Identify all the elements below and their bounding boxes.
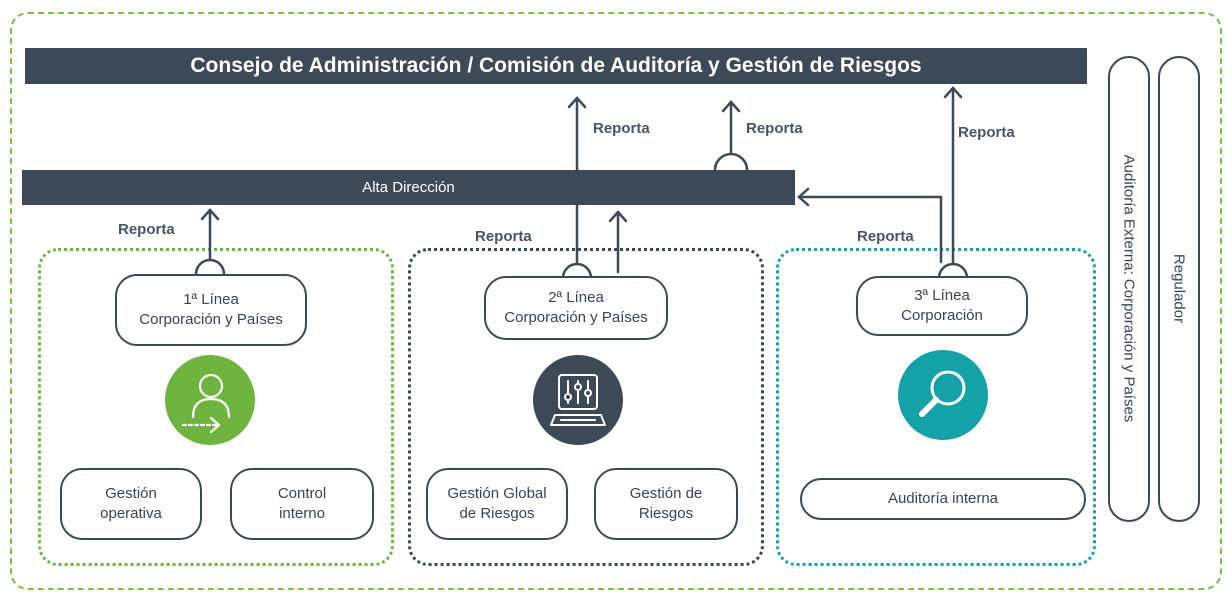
third-line-title-2: Corporación xyxy=(901,307,983,324)
third-line-title-1: 3ª Línea xyxy=(914,287,970,304)
board-label: Consejo de Administración / Comisión de … xyxy=(190,54,922,77)
second-line-box xyxy=(408,248,764,566)
function-text-1: Gestión de xyxy=(629,485,703,502)
second-line-title-1: 2ª Línea xyxy=(548,289,604,306)
external-audit-pill: Auditoría Externa: Corporación y Países xyxy=(1108,56,1150,522)
function-internal-control: Control interno xyxy=(230,468,374,540)
function-text-2: Riesgos xyxy=(638,505,694,522)
report-label-second-line-alta: Reporta xyxy=(475,228,532,245)
function-text-2: operativa xyxy=(100,505,162,522)
second-line-title: 2ª Línea Corporación y Países xyxy=(484,276,668,340)
person-arrow-icon xyxy=(165,355,255,445)
function-internal-audit: Auditoría interna xyxy=(800,478,1086,520)
report-label-third-line-board: Reporta xyxy=(958,124,1015,141)
control-panel-icon xyxy=(533,355,623,445)
report-label-first-line: Reporta xyxy=(118,221,175,238)
regulator-pill: Regulador xyxy=(1158,56,1200,522)
function-operational-management: Gestión operativa xyxy=(60,468,202,540)
function-global-risk-management: Gestión Global de Riesgos xyxy=(426,468,568,540)
first-line-title: 1ª Línea Corporación y Países xyxy=(115,274,307,346)
report-label-second-line-board: Reporta xyxy=(593,120,650,137)
third-line-box xyxy=(776,248,1096,566)
function-text-1: Gestión Global xyxy=(447,485,547,502)
senior-management-label: Alta Dirección xyxy=(362,179,455,196)
first-line-title-2: Corporación y Países xyxy=(139,311,283,328)
second-line-title-2: Corporación y Países xyxy=(504,309,648,326)
function-risk-management: Gestión de Riesgos xyxy=(594,468,738,540)
function-text-1: Gestión xyxy=(105,485,157,502)
first-line-box xyxy=(38,248,394,566)
function-text-2: interno xyxy=(279,505,325,522)
third-line-title: 3ª Línea Corporación xyxy=(856,276,1028,336)
function-text-1: Auditoría interna xyxy=(887,490,999,507)
outer-frame xyxy=(10,12,1222,590)
report-label-third-line-alta: Reporta xyxy=(857,228,914,245)
senior-management-bar: Alta Dirección xyxy=(22,170,795,205)
regulator-label: Regulador xyxy=(1170,253,1188,324)
function-text-1: Control xyxy=(277,485,327,502)
external-audit-label: Auditoría Externa: Corporación y Países xyxy=(1120,154,1138,423)
report-label-alta-board: Reporta xyxy=(746,120,803,137)
board-bar: Consejo de Administración / Comisión de … xyxy=(25,48,1087,84)
magnifier-icon xyxy=(898,350,988,440)
function-text-2: de Riesgos xyxy=(459,505,535,522)
first-line-title-1: 1ª Línea xyxy=(183,291,239,308)
